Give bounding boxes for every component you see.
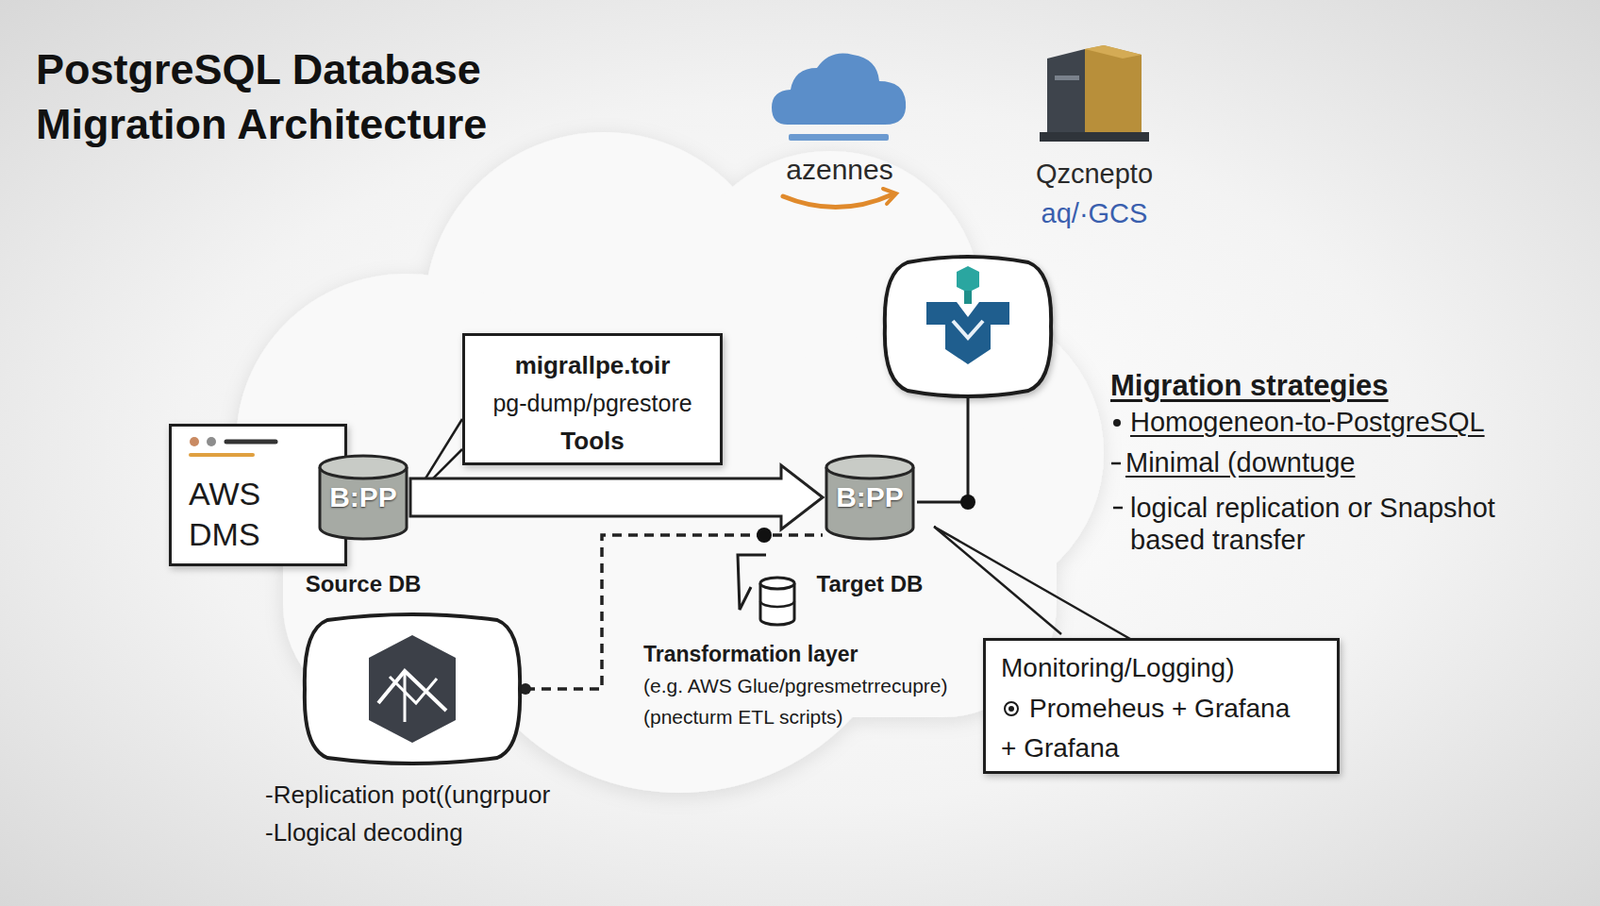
- monitoring-box: Monitoring/Logging) Promeheus + Grafana + …: [983, 637, 1340, 774]
- bullet-core: [1008, 705, 1015, 712]
- annotation-label: aq/·GCS: [1018, 196, 1170, 231]
- database-cylinder: B:PPSource DB: [316, 453, 411, 541]
- junction-dot: [960, 494, 976, 510]
- annotation-label: Migration strategies: [1110, 367, 1389, 403]
- node-text: + Grafana: [1000, 732, 1119, 765]
- hollow-arrow: [410, 465, 823, 530]
- background-cloud: [235, 132, 1104, 793]
- bullet-ring: [1004, 701, 1018, 716]
- diagram-title: PostgreSQL Database Migration Architectu…: [35, 42, 565, 152]
- node-text: AWS DMS: [188, 473, 274, 555]
- server-icon: [1039, 45, 1150, 142]
- node-text: Monitoring/Logging): [1000, 651, 1235, 684]
- rounded-shape: [304, 614, 520, 764]
- window-bar: [226, 439, 276, 445]
- service-link: [916, 500, 968, 504]
- node-text: B:PP: [316, 478, 411, 517]
- window-dot: [189, 436, 200, 447]
- cloud-provider-icon: [771, 53, 906, 208]
- node-text: Target DB: [784, 569, 955, 599]
- annotation-label: (e.g. AWS Glue/pgresmetrrecupre): [643, 673, 949, 699]
- database-cylinder: B:PPTarget DB: [822, 453, 917, 541]
- replication-icon-mark: [378, 670, 447, 711]
- window-dot: [206, 436, 217, 447]
- node-text: Tools: [465, 425, 720, 456]
- cylinder-top: [319, 455, 407, 479]
- connector: [519, 527, 823, 695]
- annotation-label: Transformation layer: [643, 640, 859, 667]
- replication-node: -Replication pot((ungrpuor-Llogical deco…: [299, 612, 526, 766]
- annotation-label: Homogeneon-to-PostgreSQL: [1130, 405, 1485, 438]
- tools-box: migrallpe.toir pg-dump/pgrestoreTools: [462, 333, 723, 466]
- cylinder-top: [826, 455, 914, 479]
- window-bar: [190, 452, 253, 457]
- connector: [410, 465, 823, 530]
- monitoring-leader: [933, 526, 1131, 639]
- service-icon: [884, 256, 1051, 397]
- transformation-icon: [737, 554, 795, 625]
- node-text: migrallpe.toir: [465, 350, 720, 381]
- node-text: Source DB: [278, 569, 449, 599]
- rounded-outline: [299, 612, 526, 766]
- annotation-label: azennes: [773, 152, 906, 187]
- node-text: B:PP: [822, 478, 917, 517]
- annotation-label: Minimal (downtuge: [1125, 446, 1355, 479]
- node-text: -Replication pot((ungrpuor: [265, 779, 550, 810]
- replication-icon-mark: [403, 670, 407, 722]
- replication-icon: [368, 634, 456, 743]
- node-text: pg-dump/pgrestore: [465, 387, 720, 418]
- node-text: Promeheus + Grafana: [1029, 692, 1290, 725]
- replication-icon-mark: [389, 676, 437, 703]
- node-text: -Llogical decoding: [265, 816, 464, 848]
- annotation-label: (pnecturm ETL scripts): [643, 704, 844, 730]
- annotation-label: Qzcnepto: [1018, 156, 1170, 191]
- service-link: [966, 398, 970, 502]
- connector-dot: [756, 527, 772, 543]
- annotation-label: logical replication or Snapshot based tr…: [1130, 491, 1574, 556]
- bullet-marks: [1111, 418, 1123, 508]
